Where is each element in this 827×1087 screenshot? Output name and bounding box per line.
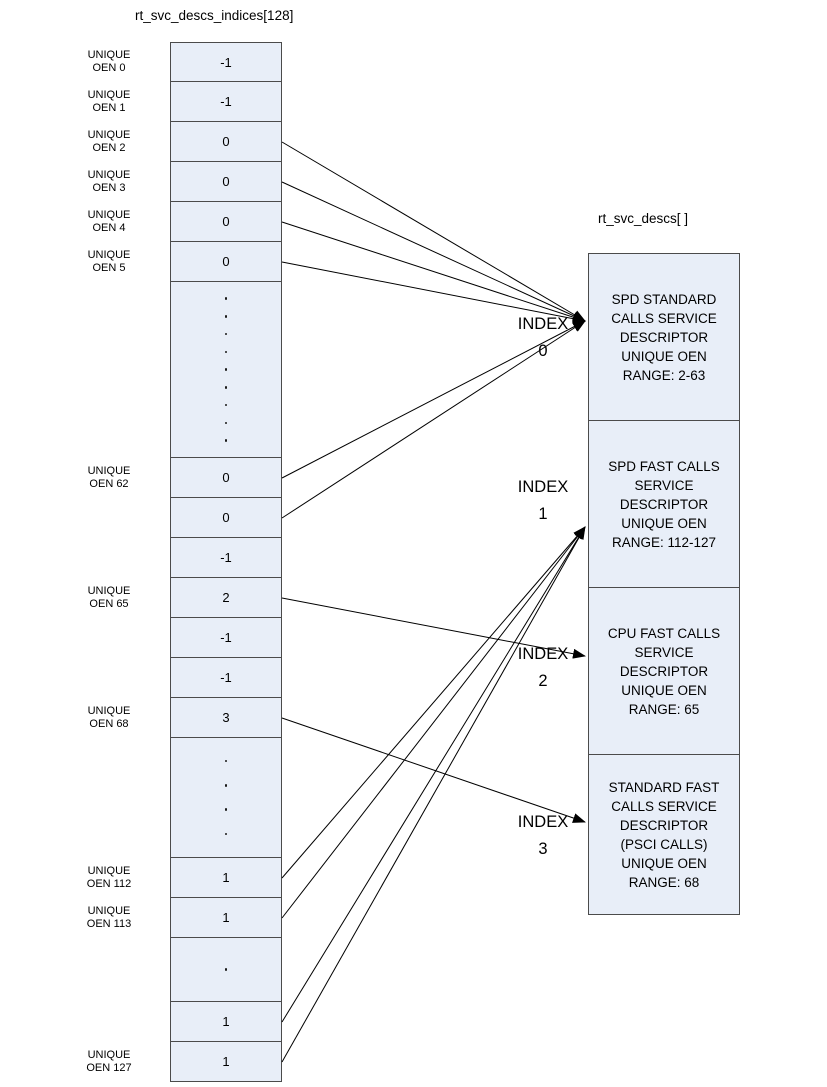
array-cell-value: -1 [170,82,282,122]
oen-label: UNIQUE OEN 65 [87,585,131,610]
connection-arrow [281,717,586,823]
ellipsis-dot [224,350,228,353]
array-cell-value: 1 [170,898,282,938]
ellipsis-dot [224,439,228,442]
connection-arrow [281,526,586,1023]
ellipsis-dot [224,315,228,318]
index-label: INDEX 2 [517,645,569,690]
oen-label: UNIQUE OEN 127 [86,1049,132,1074]
connection-arrow [281,141,586,322]
oen-label: UNIQUE OEN 62 [87,465,131,490]
index-label: INDEX 3 [517,813,569,858]
array-cell-value: -1 [170,658,282,698]
oen-label: UNIQUE OEN 68 [87,705,131,730]
ellipsis-dot [224,832,228,836]
array-cell-value: 0 [170,458,282,498]
array-cell-ellipsis [170,938,282,1002]
array-cell-value: -1 [170,538,282,578]
oen-label: UNIQUE OEN 113 [86,905,132,930]
array-cell-value: 0 [170,202,282,242]
indices-array-title: rt_svc_descs_indices[128] [135,8,294,23]
ellipsis-dot [224,808,228,811]
descriptor-box: STANDARD FAST CALLS SERVICE DESCRIPTOR (… [588,755,740,915]
index-label: INDEX 1 [517,478,569,523]
ellipsis-dot [224,368,228,371]
array-cell-value: -1 [170,42,282,82]
descriptor-text: CPU FAST CALLS SERVICE DESCRIPTOR UNIQUE… [607,625,721,717]
array-cell-ellipsis [170,282,282,458]
ellipsis-dot [224,332,228,336]
oen-label: UNIQUE OEN 4 [87,209,131,234]
descriptor-text: SPD STANDARD CALLS SERVICE DESCRIPTOR UN… [611,291,717,383]
descriptor-box: CPU FAST CALLS SERVICE DESCRIPTOR UNIQUE… [588,588,740,755]
ellipsis-dot [224,968,228,971]
oen-label: UNIQUE OEN 2 [87,129,131,154]
ellipsis-dot [224,421,228,424]
oen-label: UNIQUE OEN 112 [86,865,132,890]
array-cell-value: 0 [170,162,282,202]
descriptor-text: SPD FAST CALLS SERVICE DESCRIPTOR UNIQUE… [608,458,720,550]
ellipsis-dot [224,403,228,407]
array-cell-value: 0 [170,122,282,162]
array-cell-value: 1 [170,1002,282,1042]
ellipsis-dot [224,297,228,300]
descriptor-box: SPD FAST CALLS SERVICE DESCRIPTOR UNIQUE… [588,421,740,588]
connection-arrow [281,221,586,323]
connection-arrow [281,526,586,1063]
connection-arrow [281,181,586,322]
array-cell-value: 1 [170,1042,282,1082]
descriptor-text: STANDARD FAST CALLS SERVICE DESCRIPTOR (… [608,779,720,890]
oen-label: UNIQUE OEN 5 [87,249,131,274]
array-cell-value: 3 [170,698,282,738]
ellipsis-dot [224,759,228,763]
array-cell-value: 1 [170,858,282,898]
array-cell-value: 0 [170,498,282,538]
ellipsis-dot [224,784,228,787]
array-cell-value: -1 [170,618,282,658]
array-cell-value: 2 [170,578,282,618]
ellipsis-dot [224,386,228,389]
array-cell-ellipsis [170,738,282,858]
oen-label: UNIQUE OEN 0 [87,49,131,74]
descriptor-box: SPD STANDARD CALLS SERVICE DESCRIPTOR UN… [588,253,740,421]
descs-array-title: rt_svc_descs[ ] [598,211,689,226]
oen-label: UNIQUE OEN 1 [87,89,131,114]
index-label: INDEX 0 [517,315,569,360]
oen-label: UNIQUE OEN 3 [87,169,131,194]
array-cell-value: 0 [170,242,282,282]
